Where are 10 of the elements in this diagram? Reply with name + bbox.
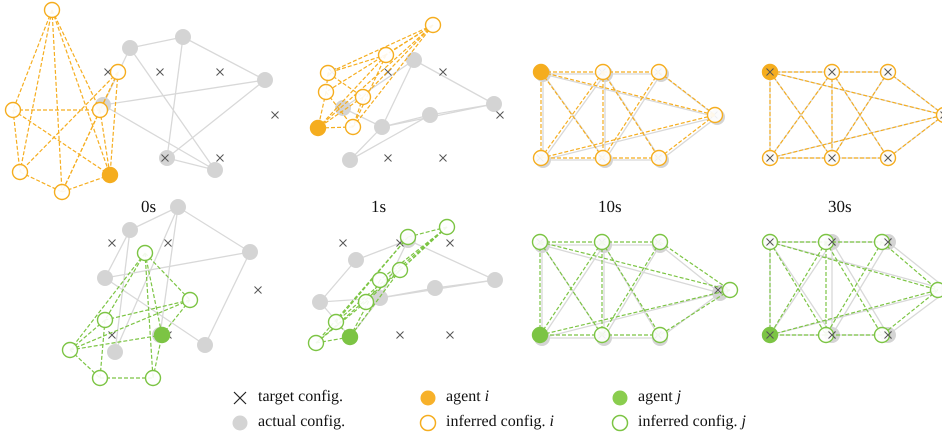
time-label: 10s xyxy=(598,197,622,217)
legend-label: agent i xyxy=(446,388,490,406)
legend-label: target config. xyxy=(258,388,344,406)
legend-label: inferred config. i xyxy=(446,413,554,431)
legend-label: inferred config. j xyxy=(638,413,746,431)
time-label: 30s xyxy=(828,197,852,217)
time-label: 0s xyxy=(141,197,156,217)
legend-label: actual config. xyxy=(258,413,346,431)
legend-label: agent j xyxy=(638,388,682,406)
time-label: 1s xyxy=(371,197,386,217)
